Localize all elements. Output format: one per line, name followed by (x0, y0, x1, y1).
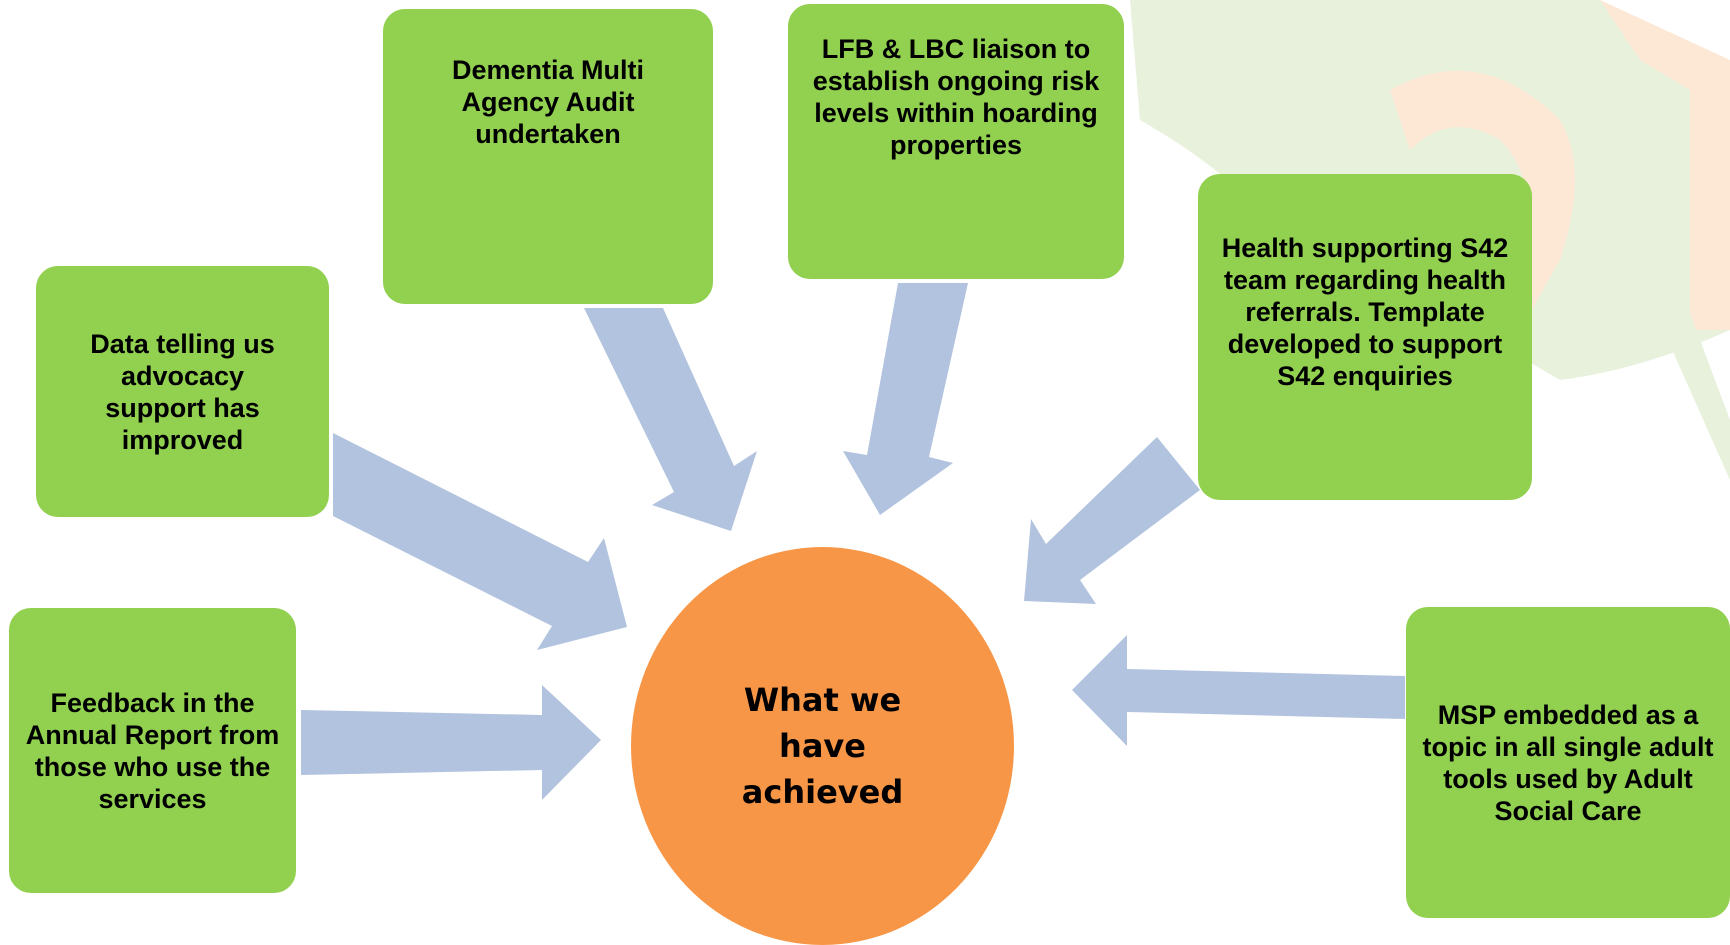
arrow-from-dementia (584, 308, 757, 531)
arrow-from-health (1024, 437, 1200, 604)
box-msp-embedded: MSP embedded as a topic in all single ad… (1406, 607, 1730, 918)
box-feedback-text: Feedback in the Annual Report from those… (25, 687, 280, 814)
center-circle: What we have achieved (631, 547, 1014, 945)
box-health-text: Health supporting S42 team regarding hea… (1221, 233, 1509, 391)
center-label: What we have achieved (741, 681, 904, 811)
box-lfb-text: LFB & LBC liaison to establish ongoing r… (812, 33, 1100, 160)
box-dementia-audit: Dementia Multi Agency Audit undertaken (383, 9, 713, 304)
background-orange-stroke (1600, 0, 1730, 330)
box-advocacy-data: Data telling us advocacy support has imp… (36, 266, 329, 517)
background-green-stroke (1590, 0, 1730, 480)
arrow-from-lfb (843, 283, 968, 515)
box-lfb-lbc-liaison: LFB & LBC liaison to establish ongoing r… (788, 4, 1124, 279)
box-advocacy-text: Data telling us advocacy support has imp… (90, 328, 275, 455)
arrow-from-feedback (301, 685, 601, 800)
box-health-s42: Health supporting S42 team regarding hea… (1198, 174, 1532, 500)
arrow-from-msp (1072, 635, 1405, 746)
box-dementia-text: Dementia Multi Agency Audit undertaken (451, 54, 645, 149)
box-feedback-annual-report: Feedback in the Annual Report from those… (9, 608, 296, 893)
arrow-from-advocacy (333, 433, 627, 650)
box-msp-text: MSP embedded as a topic in all single ad… (1422, 699, 1714, 826)
